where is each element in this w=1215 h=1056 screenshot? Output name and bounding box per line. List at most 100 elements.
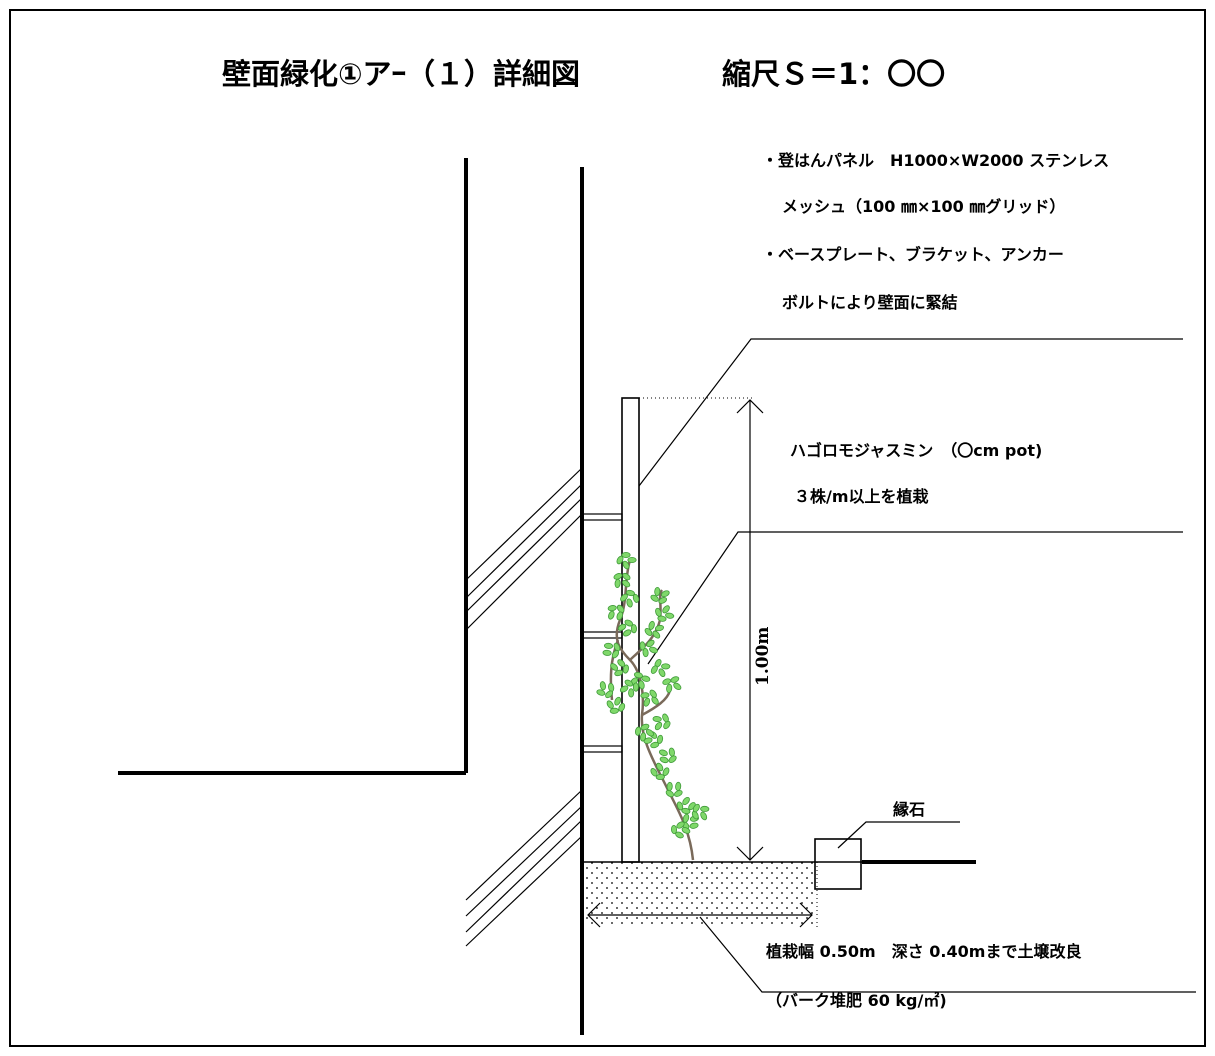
leaf: [624, 679, 634, 687]
plant-spec-line-1: ハゴロモジャスミン （〇cm pot): [790, 441, 1042, 460]
leaf: [602, 649, 612, 656]
wall-hatch-lower: [465, 789, 583, 947]
panel-spec-line-1: ・登はんパネル H1000×W2000 ステンレス: [762, 151, 1109, 170]
leaf: [649, 689, 657, 698]
leaf: [671, 824, 678, 835]
bracket: [581, 631, 623, 639]
soil-spec-line-2: （バーク堆肥 60 kg/㎡): [766, 991, 947, 1010]
leaf: [654, 586, 661, 597]
leaf: [596, 689, 606, 696]
leaf: [689, 822, 699, 829]
fixing-spec-line-1: ・ベースプレート、ブラケット、アンカー: [762, 245, 1064, 264]
leaf: [681, 807, 691, 815]
leaf: [613, 573, 623, 580]
leaf: [640, 732, 647, 742]
leaf: [621, 552, 631, 559]
soil-leader-line: [699, 916, 1196, 993]
scale-label: 縮尺Ｓ＝1：〇〇: [722, 57, 945, 91]
soil-spec-line-1: 植栽幅 0.50m 深さ 0.40mまで土壌改良: [765, 942, 1081, 961]
leaf: [662, 678, 672, 685]
leaf: [614, 696, 622, 706]
leaf: [640, 692, 650, 699]
leaf: [692, 803, 700, 813]
leaf: [676, 801, 684, 811]
leaf: [607, 605, 617, 612]
leaf: [666, 781, 673, 792]
leaf: [682, 797, 690, 806]
bracket: [581, 745, 623, 753]
leaf: [682, 813, 690, 823]
leaf: [649, 646, 658, 654]
leaf: [644, 628, 653, 636]
leaf: [618, 703, 626, 712]
leaf: [658, 668, 666, 678]
leaf: [675, 781, 682, 791]
leaf: [651, 696, 659, 705]
panel-spec-line-2: メッシュ（100 ㎜×100 ㎜グリッド）: [782, 197, 1065, 216]
dimension-arrow-right: [799, 902, 813, 928]
leaf: [681, 827, 691, 834]
leaf: [621, 579, 631, 588]
building-section: [118, 158, 468, 775]
leaf: [622, 664, 629, 674]
leaf: [673, 790, 683, 797]
leaf: [656, 762, 664, 772]
leaf: [673, 682, 682, 691]
plant-spec-line-2: ３株/m以上を植栽: [794, 487, 929, 506]
leaf: [643, 737, 653, 744]
leaf: [658, 749, 668, 757]
leaf: [665, 790, 675, 798]
improved-soil-zone: [582, 862, 814, 924]
leaf: [605, 690, 614, 699]
leaf: [666, 683, 673, 693]
leaf: [662, 605, 670, 614]
leaf: [626, 598, 633, 608]
fixing-spec-line-2: ボルトにより壁面に緊結: [782, 293, 958, 312]
leaf: [654, 624, 665, 632]
leaf: [627, 557, 637, 564]
leaf: [606, 700, 614, 709]
plant-leader-line: [647, 531, 1183, 665]
leaf: [650, 768, 658, 777]
leaf: [616, 611, 624, 621]
leaf: [632, 593, 640, 603]
leaf: [700, 811, 708, 821]
leaf: [646, 639, 655, 648]
leaf: [658, 597, 668, 604]
leaf: [622, 629, 632, 637]
leaf: [661, 590, 670, 598]
leaf: [659, 756, 669, 764]
leaf: [650, 594, 659, 602]
wall-brackets: [581, 513, 623, 753]
height-dimension-label: 1.00m: [753, 627, 773, 686]
leaf: [700, 805, 710, 812]
leaf: [632, 682, 639, 692]
planting-width-dimension: [587, 902, 813, 928]
leaf: [645, 729, 654, 737]
leaf: [630, 624, 637, 634]
curb-leader-line: [837, 821, 960, 849]
leaf: [663, 720, 671, 730]
leaf: [654, 721, 663, 731]
leaf: [665, 612, 675, 619]
dimension-arrow-bottom: [736, 846, 764, 861]
leaf: [650, 741, 660, 749]
leaf: [676, 821, 685, 829]
leaf: [628, 688, 635, 698]
dimension-arrow-left: [587, 902, 601, 928]
leaf: [640, 723, 650, 731]
curb-stone: [814, 838, 862, 890]
leaf: [655, 773, 665, 780]
leaf: [614, 669, 624, 677]
leaf: [648, 620, 655, 630]
leaf: [599, 681, 606, 691]
leaf: [657, 615, 667, 622]
leaf: [622, 572, 631, 581]
leaf: [608, 610, 615, 620]
drawing-title: 壁面緑化①アｰ（１）詳細図: [222, 57, 580, 91]
leaf: [610, 663, 619, 671]
dimension-arrow-top: [736, 399, 764, 414]
leaf: [638, 680, 645, 690]
leaf: [614, 578, 621, 588]
